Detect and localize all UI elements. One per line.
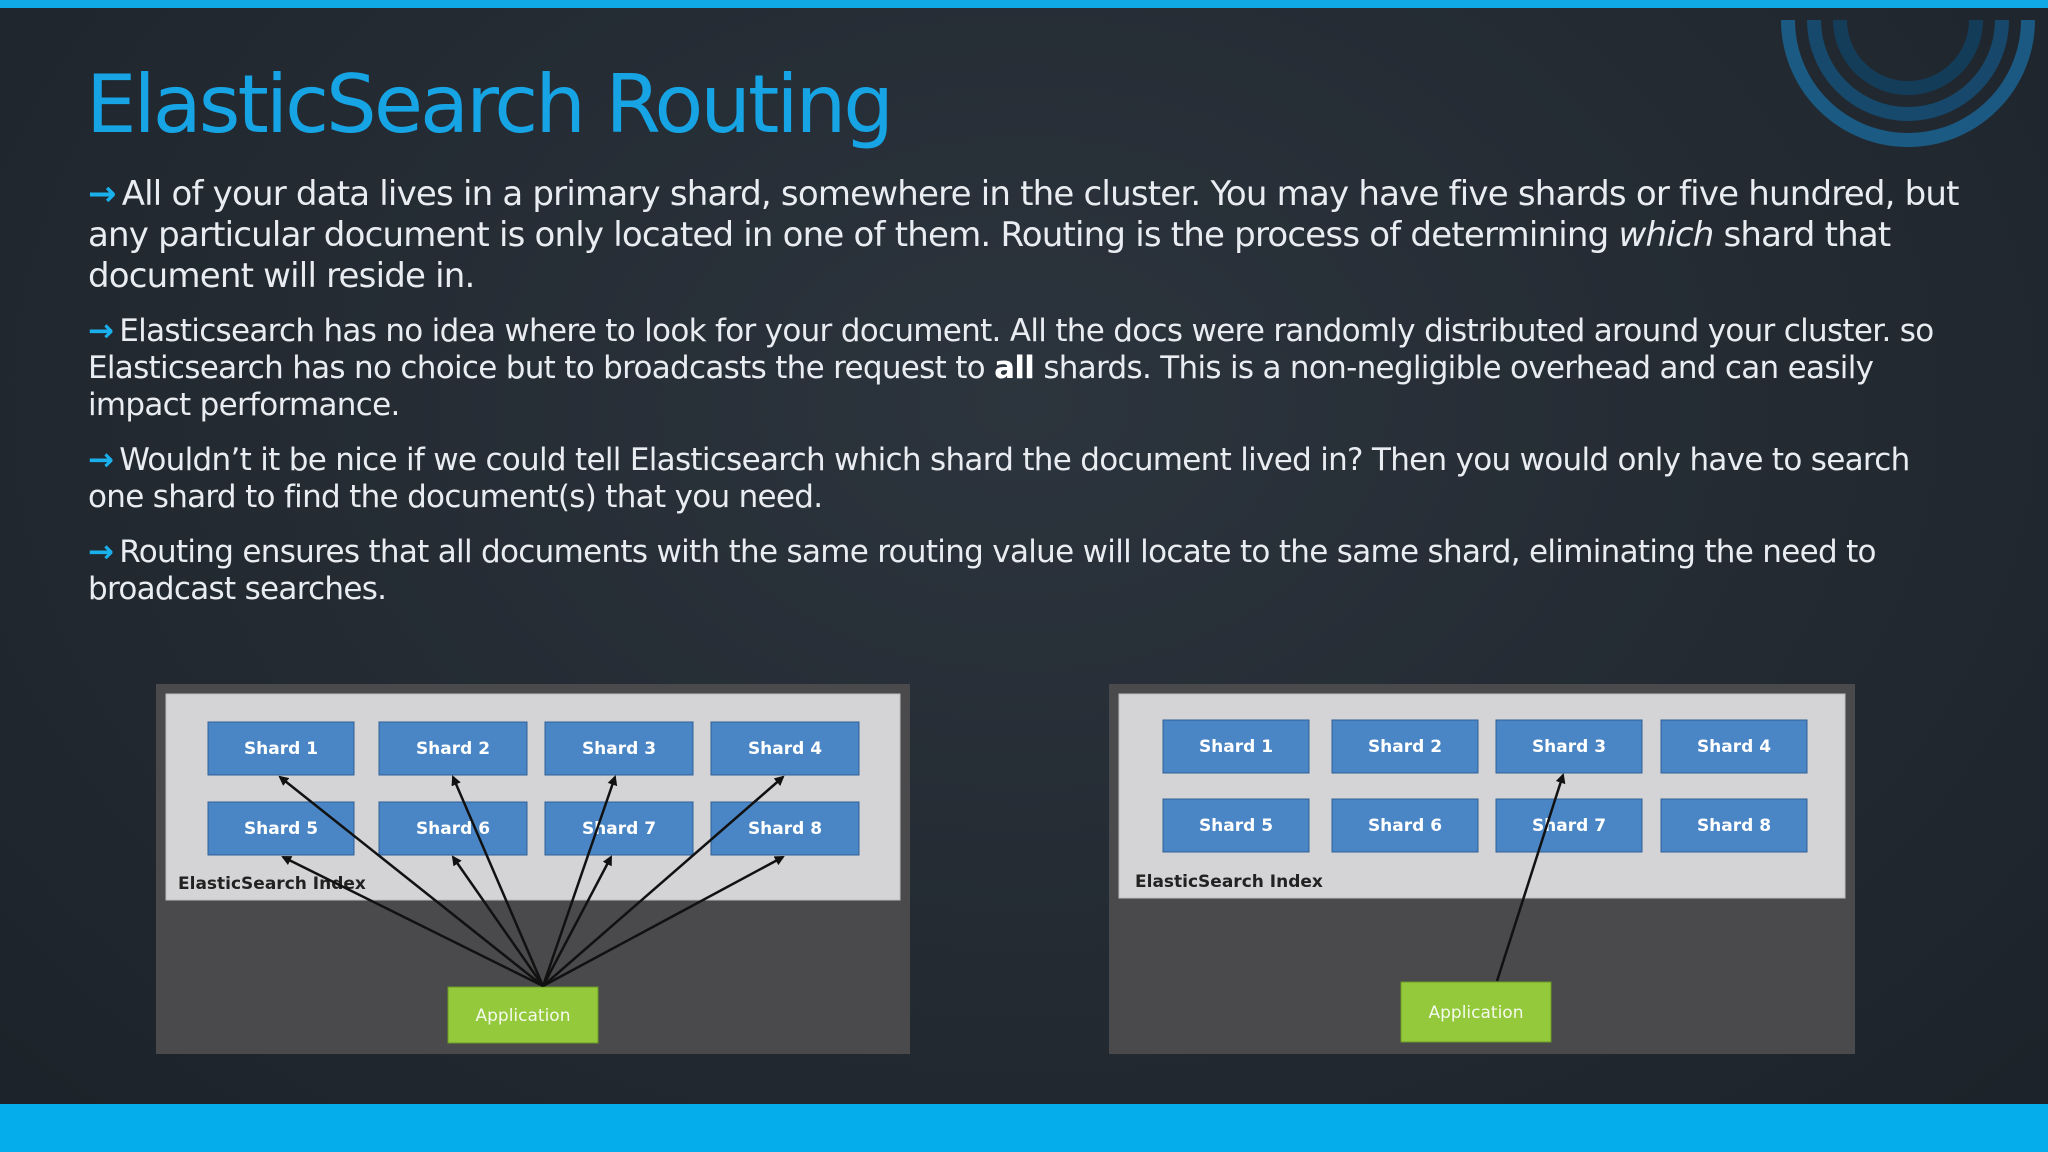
bullet-1-text: All of your data lives in a primary shar… — [88, 174, 1960, 255]
index-label: ElasticSearch Index — [1135, 872, 1323, 892]
shard-label-1: Shard 1 — [1199, 737, 1273, 757]
shard-label-6: Shard 6 — [416, 819, 490, 839]
application-label: Application — [1429, 1003, 1524, 1023]
shard-box-1 — [1162, 719, 1310, 774]
shard-box-3 — [1495, 719, 1643, 774]
route-arrow-shard-4 — [542, 775, 785, 987]
shard-label-5: Shard 5 — [244, 819, 318, 839]
bullet-2-text: Elasticsearch has no idea where to look … — [88, 313, 1934, 386]
shard-box-2 — [1331, 719, 1479, 774]
shard-label-3: Shard 3 — [1532, 737, 1606, 757]
shard-label-3: Shard 3 — [582, 739, 656, 759]
shard-box-5 — [1162, 798, 1310, 853]
application-box — [1400, 981, 1552, 1043]
route-arrow-shard-3 — [1495, 773, 1566, 982]
shard-box-8 — [710, 801, 860, 856]
application-label: Application — [476, 1006, 571, 1026]
shard-label-7: Shard 7 — [1532, 816, 1606, 836]
route-arrow-shard-1 — [278, 775, 544, 987]
shard-box-5 — [207, 801, 355, 856]
shard-label-2: Shard 2 — [1368, 737, 1442, 757]
shard-label-2: Shard 2 — [416, 739, 490, 759]
application-box — [447, 986, 599, 1044]
bottom-accent-bar — [0, 1104, 2048, 1152]
shard-label-4: Shard 4 — [748, 739, 822, 759]
shard-label-5: Shard 5 — [1199, 816, 1273, 836]
bullet-2: →Elasticsearch has no idea where to look… — [88, 313, 1968, 424]
top-accent-bar — [0, 0, 2048, 8]
shard-label-8: Shard 8 — [1697, 816, 1771, 836]
shard-box-1 — [207, 721, 355, 776]
route-arrow-shard-5 — [281, 855, 544, 988]
shard-box-2 — [378, 721, 528, 776]
shard-box-8 — [1660, 798, 1808, 853]
arrow-right-icon: → — [88, 174, 116, 214]
bullet-3-text: Wouldn’t it be nice if we could tell Ela… — [88, 442, 1910, 515]
route-arrow-shard-7 — [541, 855, 613, 987]
arrow-right-icon: → — [88, 442, 114, 478]
bullet-1-text-after: shard that document will reside in. — [88, 215, 1891, 296]
bullet-4-text: Routing ensures that all documents with … — [88, 534, 1876, 607]
shard-label-7: Shard 7 — [582, 819, 656, 839]
shard-box-4 — [710, 721, 860, 776]
route-arrow-shard-8 — [542, 855, 785, 988]
route-arrow-shard-2 — [451, 775, 545, 987]
bullet-3: →Wouldn’t it be nice if we could tell El… — [88, 442, 1968, 516]
shard-label-1: Shard 1 — [244, 739, 318, 759]
bullet-2-text-after: shards. This is a non-negligible overhea… — [88, 350, 1874, 423]
shard-box-6 — [378, 801, 528, 856]
shard-box-4 — [1660, 719, 1808, 774]
shard-label-6: Shard 6 — [1368, 816, 1442, 836]
route-arrow-shard-3 — [541, 775, 618, 987]
slide-title: ElasticSearch Routing — [86, 58, 894, 151]
decorative-rings-icon — [1781, 19, 2035, 147]
index-label: ElasticSearch Index — [178, 874, 366, 894]
arrow-right-icon: → — [88, 534, 114, 570]
bullet-4: →Routing ensures that all documents with… — [88, 534, 1968, 608]
shard-box-7 — [544, 801, 694, 856]
bullet-1-emphasis: which — [1618, 215, 1714, 255]
diagram-broadcast: Shard 1 Shard 2 Shard 3 Shard 4 Shard 5 … — [156, 684, 910, 1054]
shard-box-7 — [1495, 798, 1643, 853]
shard-label-8: Shard 8 — [748, 819, 822, 839]
bullet-list: →All of your data lives in a primary sha… — [88, 174, 1968, 626]
diagram-routed: Shard 1 Shard 2 Shard 3 Shard 4 Shard 5 … — [1109, 684, 1855, 1054]
route-arrow-shard-6 — [451, 855, 545, 987]
arrow-right-icon: → — [88, 313, 114, 349]
shard-label-4: Shard 4 — [1697, 737, 1771, 757]
shard-box-6 — [1331, 798, 1479, 853]
bullet-2-strong: all — [994, 350, 1035, 386]
bullet-1: →All of your data lives in a primary sha… — [88, 174, 1968, 297]
shard-box-3 — [544, 721, 694, 776]
